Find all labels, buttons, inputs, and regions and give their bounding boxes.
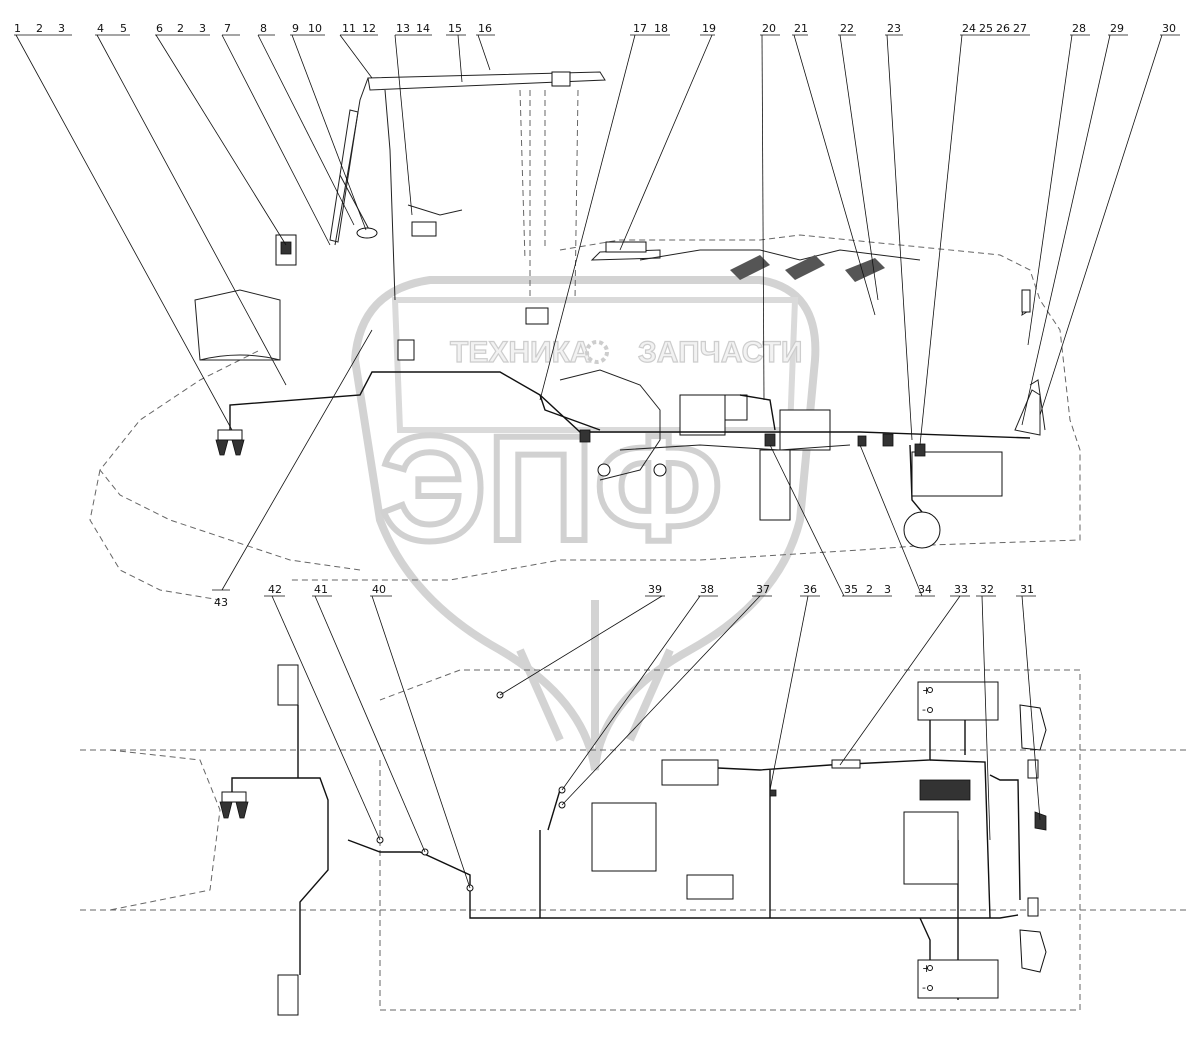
front-headlamp-right-bottom [1019,929,1047,973]
callout-19: 19 [702,22,716,35]
battery-lower: + - [917,959,999,999]
wiper-motor [356,227,378,239]
air-filter [590,241,661,261]
callout-18: 18 [654,22,668,35]
watermark-logo-letters: ЭПФ [380,404,723,572]
top-view: + - + - [80,664,1190,1016]
side-view [89,71,1081,601]
headlight-pair-left [215,429,245,456]
callout-17: 17 [633,22,647,35]
lamp-1-lens [280,241,292,255]
watermark-right-word: ЗАПЧАСТИ [638,336,802,369]
callout-39: 39 [648,583,662,596]
callout-8: 8 [260,22,267,35]
callout-13: 13 [396,22,410,35]
battery-upper: + - [917,681,999,721]
callout-42: 42 [268,583,282,596]
callout-28: 28 [1072,22,1086,35]
callout-20: 20 [762,22,776,35]
callout-9: 9 [292,22,299,35]
svg-text:+: + [922,684,931,697]
callout-35-3: 3 [884,583,891,596]
callout-24: 24 [962,22,976,35]
callout-34: 34 [918,583,932,596]
callout-37: 37 [756,583,770,596]
callout-16: 16 [478,22,492,35]
callout-43: 43 [214,596,228,609]
sensor-17 [525,307,549,325]
callout-21: 21 [794,22,808,35]
rear-lamp-top [277,664,299,706]
callout-14: 14 [416,22,430,35]
svg-text:-: - [922,981,926,994]
callout-6-2: 2 [177,22,184,35]
junction-dots [376,691,566,892]
alternator-block [919,779,971,801]
starter-relay [661,759,719,786]
callout-36: 36 [803,583,817,596]
callout-29: 29 [1110,22,1124,35]
callout-11: 11 [342,22,356,35]
front-headlamp-right-top [1019,704,1047,751]
callout-22: 22 [840,22,854,35]
callout-12: 12 [362,22,376,35]
callout-2: 2 [36,22,43,35]
callout-30: 30 [1162,22,1176,35]
callout-35-2: 2 [866,583,873,596]
callout-31: 31 [1020,583,1034,596]
callout-38: 38 [700,583,714,596]
watermark-shield [350,276,820,771]
watermark-wheat-icon [516,600,674,745]
callout-25: 25 [979,22,993,35]
top-callouts: 1 2 3 4 5 6 2 3 7 8 9 10 11 12 13 14 15 … [14,22,1176,35]
relay-box-13 [411,221,437,237]
harness-connectors [579,429,926,457]
engine-components [559,369,851,521]
callout-4: 4 [97,22,104,35]
front-battery-box [911,451,1003,497]
watermark: ТЕХНИКА ЗАПЧАСТИ ЭПФ [350,276,820,771]
callout-3: 3 [58,22,65,35]
callout-5: 5 [120,22,127,35]
callout-41: 41 [314,583,328,596]
callout-6-3: 3 [199,22,206,35]
callout-1: 1 [14,22,21,35]
callout-40: 40 [372,583,386,596]
watermark-left-word: ТЕХНИКА [450,336,592,369]
rear-lamp-bottom [277,974,299,1016]
starter-motor [686,874,734,900]
svg-text:+: + [922,962,931,975]
callout-6: 6 [156,22,163,35]
callout-32: 32 [980,583,994,596]
leader-lines [14,34,1180,889]
callout-26: 26 [996,22,1010,35]
callout-27: 27 [1013,22,1027,35]
callout-10: 10 [308,22,322,35]
horn-front [903,511,941,549]
grille-vents [730,255,885,282]
callout-15: 15 [448,22,462,35]
callout-7: 7 [224,22,231,35]
callout-23: 23 [887,22,901,35]
horn-31 [1034,811,1047,831]
callout-33: 33 [954,583,968,596]
callout-35: 35 [844,583,858,596]
watermark-gear-icon [585,340,609,364]
headlight-pair-top-view [219,791,249,819]
svg-text:-: - [922,703,926,716]
cab-light-block [551,71,571,87]
control-unit [591,802,657,872]
fuse-33 [831,759,861,769]
middle-callouts: 43 42 41 40 39 38 37 36 35 2 3 34 33 32 … [214,583,1034,609]
generator [903,811,959,885]
